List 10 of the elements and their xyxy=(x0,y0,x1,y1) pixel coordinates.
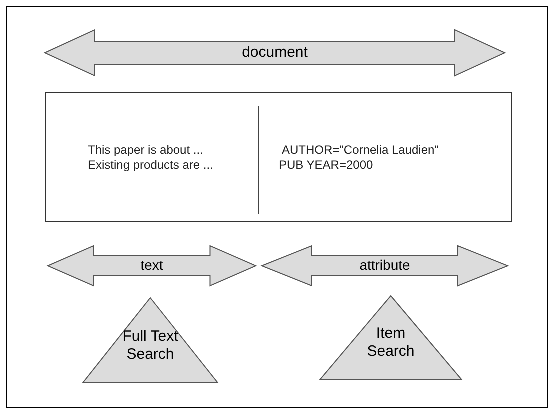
arrow-label: text xyxy=(140,257,164,274)
attribute-text: AUTHOR="Cornelia Laudien" xyxy=(282,143,439,157)
arrow-label: attribute xyxy=(358,257,412,274)
triangle-label: Full Text Search xyxy=(122,328,180,364)
attribute-text: PUB YEAR=2000 xyxy=(279,158,374,172)
body-text: This paper is about ... xyxy=(88,143,204,157)
arrow-label: document xyxy=(241,44,309,61)
body-text: Existing products are ... xyxy=(88,158,214,172)
document-panel xyxy=(45,92,512,222)
triangle-label: Item Search xyxy=(366,325,416,362)
